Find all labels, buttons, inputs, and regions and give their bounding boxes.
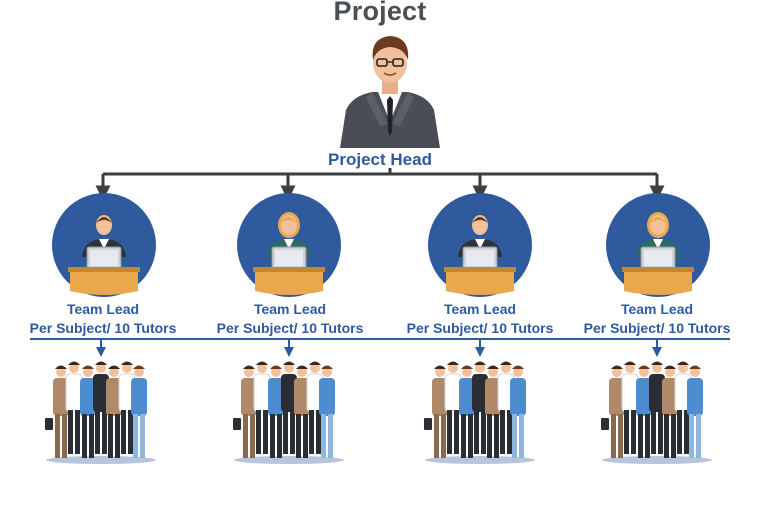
tutor-figure [472, 361, 488, 454]
tutor-figure [281, 361, 297, 454]
tutor-figure [294, 365, 310, 458]
team-lead-label-2: Team Lead Per Subject/ 10 Tutors [190, 300, 390, 338]
tutor-group-1 [45, 361, 156, 464]
team-lead-label-1: Team Lead Per Subject/ 10 Tutors [3, 300, 203, 338]
tutor-figure [609, 365, 625, 458]
team-lead-scope: Per Subject/ 10 Tutors [29, 320, 177, 336]
tutor-figure [93, 361, 109, 454]
tutor-figure [432, 365, 448, 458]
team-lead-avatar-1 [52, 193, 156, 297]
team-lead-avatar-4 [606, 193, 710, 297]
briefcase-icon [601, 418, 609, 430]
tutor-figure [510, 365, 526, 458]
tutor-figure [80, 365, 96, 458]
briefcase-icon [233, 418, 241, 430]
tutor-figure [459, 365, 475, 458]
tutor-figure [241, 365, 257, 458]
tutor-connector [30, 338, 730, 357]
tutor-figure [485, 365, 501, 458]
tutor-figure [687, 365, 703, 458]
page-title: Project [333, 0, 427, 26]
project-head-label: Project Head [328, 150, 432, 169]
briefcase-icon [424, 418, 432, 430]
tutor-figure [444, 361, 462, 454]
tutor-group-4 [601, 361, 712, 464]
tutor-figure [649, 361, 665, 454]
tutor-figure [65, 361, 83, 454]
team-lead-avatar-2 [237, 193, 341, 297]
team-lead-scope: Per Subject/ 10 Tutors [216, 320, 364, 336]
team-lead-role: Team Lead [620, 301, 694, 317]
lead-arrows [95, 174, 665, 201]
tutor-figure [253, 361, 271, 454]
tutor-figure [268, 365, 284, 458]
tutor-figure [636, 365, 652, 458]
team-lead-role: Team Lead [66, 301, 140, 317]
team-lead-role: Team Lead [253, 301, 327, 317]
tutor-figure [621, 361, 639, 454]
tutor-group-3 [424, 361, 535, 464]
tutor-figure [106, 365, 122, 458]
briefcase-icon [45, 418, 53, 430]
team-lead-label-4: Team Lead Per Subject/ 10 Tutors [557, 300, 757, 338]
team-lead-label-3: Team Lead Per Subject/ 10 Tutors [380, 300, 580, 338]
team-lead-scope: Per Subject/ 10 Tutors [406, 320, 554, 336]
team-lead-avatar-3 [428, 193, 532, 297]
tutor-figure [131, 365, 147, 458]
tutor-figure [662, 365, 678, 458]
project-head-avatar [340, 36, 440, 148]
team-lead-role: Team Lead [443, 301, 517, 317]
head-connector [103, 168, 657, 176]
tutor-group-2 [233, 361, 344, 464]
team-lead-scope: Per Subject/ 10 Tutors [583, 320, 731, 336]
tutor-figure [319, 365, 335, 458]
tutor-figure [53, 365, 69, 458]
